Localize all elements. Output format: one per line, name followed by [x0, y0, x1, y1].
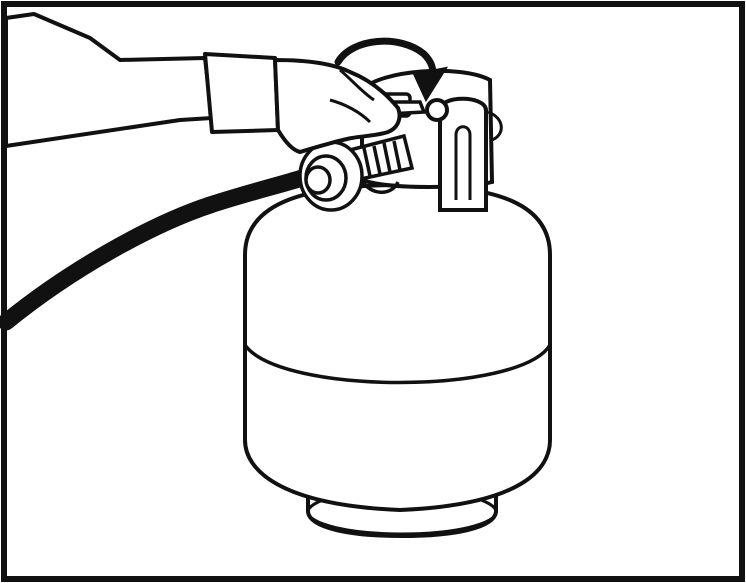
shirt-cuff — [205, 54, 278, 132]
propane-tank — [245, 185, 550, 510]
